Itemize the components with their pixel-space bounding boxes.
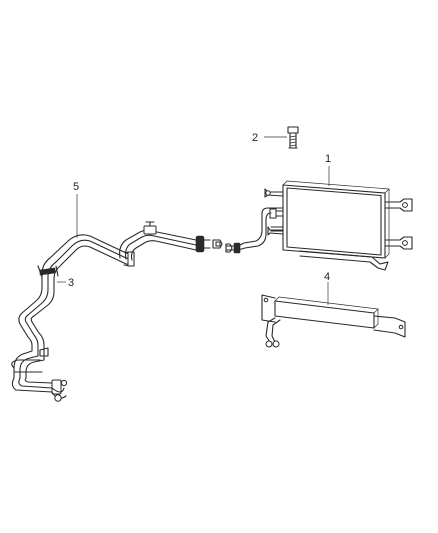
cooler-part-1 — [264, 180, 413, 271]
cooler-lines-part-5 — [11, 207, 284, 402]
callout-4: 4 — [324, 271, 330, 283]
callout-1: 1 — [325, 153, 331, 165]
callout-2: 2 — [252, 132, 258, 144]
callout-3: 3 — [68, 277, 74, 289]
bolt-part-2 — [287, 126, 299, 149]
cooler-part-4 — [261, 294, 406, 348]
callout-5: 5 — [73, 181, 79, 193]
